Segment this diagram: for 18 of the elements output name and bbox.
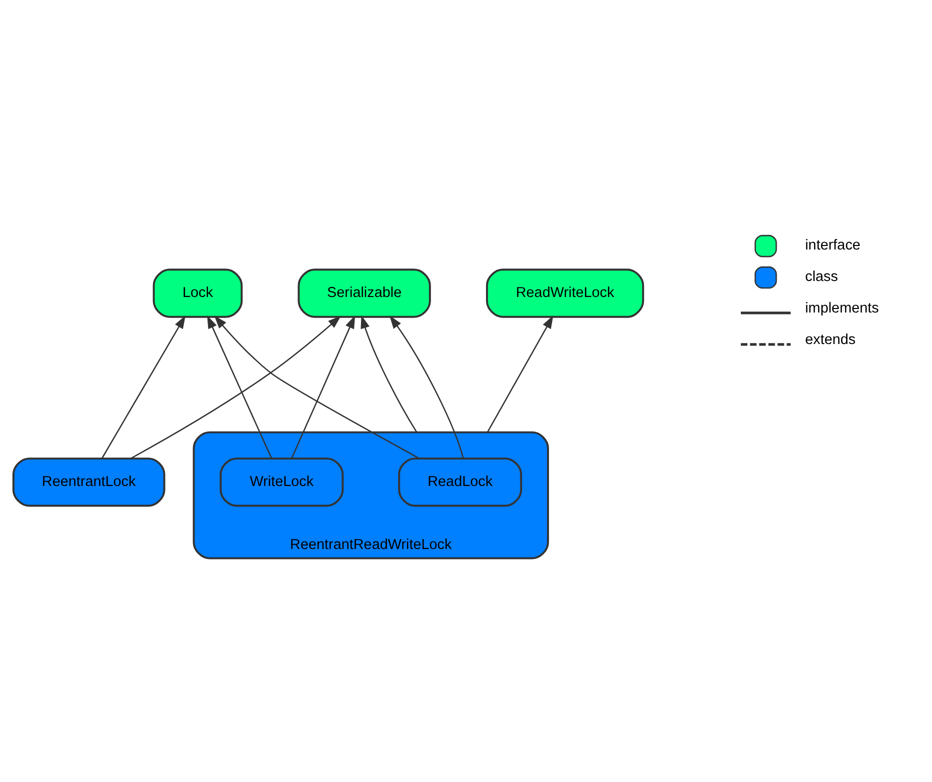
arrow bbox=[389, 316, 464, 459]
arrow bbox=[291, 315, 356, 459]
arrow bbox=[214, 316, 420, 460]
node-box: Serializable bbox=[298, 268, 431, 318]
node-box: WriteLock bbox=[220, 458, 344, 507]
arrow bbox=[360, 315, 418, 433]
node-box: ReentrantLock bbox=[12, 458, 166, 507]
legend-label: extends bbox=[805, 332, 856, 348]
node-box: Lock bbox=[152, 268, 243, 318]
legend-label: interface bbox=[805, 238, 860, 254]
node-box: ReadWriteLock bbox=[486, 268, 644, 318]
arrow bbox=[207, 315, 272, 459]
arrow bbox=[130, 316, 342, 460]
arrow bbox=[486, 315, 554, 433]
legend-label: class bbox=[805, 269, 838, 286]
node-box: ReadLock bbox=[398, 458, 522, 507]
arrow bbox=[101, 315, 186, 459]
legend-label: implements bbox=[805, 300, 879, 317]
